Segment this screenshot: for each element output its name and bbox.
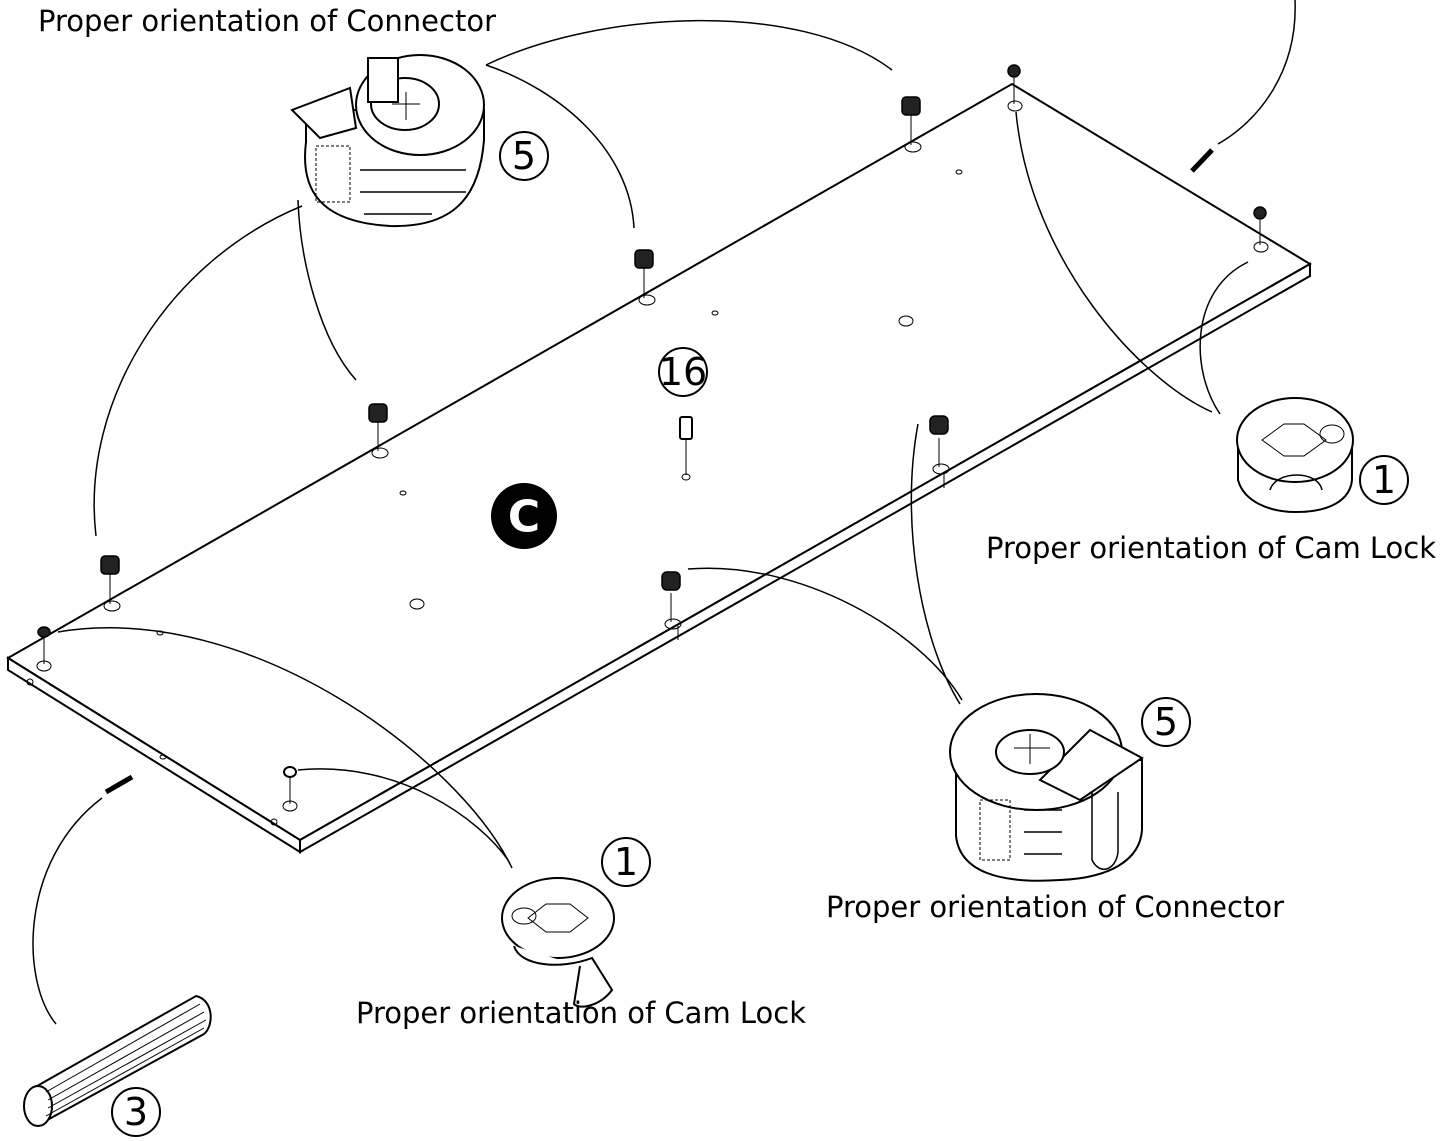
svg-text:3: 3 — [124, 1090, 148, 1134]
svg-text:16: 16 — [659, 350, 707, 394]
svg-text:1: 1 — [614, 840, 638, 884]
small-fittings — [37, 64, 1267, 804]
small-camlock-icon — [283, 766, 297, 804]
part-number-1-right: 1 — [1359, 455, 1409, 505]
panel-c-board — [6, 82, 1312, 854]
leader-lines — [32, 0, 1296, 1025]
panel-letter-badge: C — [491, 483, 557, 549]
small-connector-icon — [634, 249, 654, 298]
small-camlock-icon — [37, 626, 51, 664]
camlock-large-bottom — [501, 877, 615, 1008]
small-camlock-icon — [929, 415, 949, 467]
part-number-1-bottom: 1 — [601, 837, 651, 887]
dowel-large — [23, 994, 212, 1127]
caption-camlock-right: Proper orientation of Cam Lock — [986, 531, 1436, 565]
caption-camlock-bottom: Proper orientation of Cam Lock — [356, 996, 806, 1030]
svg-text:5: 5 — [512, 134, 536, 178]
connector-large-bottom — [949, 693, 1144, 882]
svg-text:1: 1 — [1372, 458, 1396, 502]
part-number-3: 3 — [111, 1087, 161, 1137]
caption-connector-top: Proper orientation of Connector — [38, 4, 496, 38]
part-number-5-top: 5 — [499, 131, 549, 181]
svg-text:C: C — [508, 492, 540, 543]
caption-connector-bottom: Proper orientation of Connector — [826, 890, 1284, 924]
small-camlock-icon — [1253, 206, 1267, 245]
small-connector-icon — [368, 403, 388, 451]
small-connector-icon — [100, 555, 120, 604]
connector-large-top — [290, 54, 485, 228]
shelf-pin — [679, 416, 693, 475]
small-camlock-icon — [1007, 64, 1021, 104]
dowel-small-left — [104, 774, 134, 795]
camlock-large-right — [1236, 397, 1354, 514]
part-number-5-bottom: 5 — [1141, 697, 1191, 747]
small-camlock-icon — [661, 571, 681, 622]
board-holes — [26, 100, 1269, 826]
dowel-small-right — [1190, 148, 1214, 173]
svg-text:5: 5 — [1154, 700, 1178, 744]
small-connector-icon — [901, 96, 921, 145]
part-number-16: 16 — [658, 347, 708, 397]
